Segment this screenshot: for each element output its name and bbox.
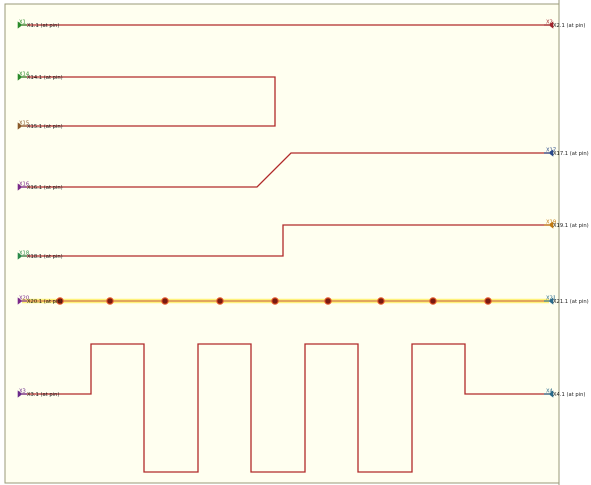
via-marker[interactable] <box>271 297 279 305</box>
sheet-background <box>4 3 560 484</box>
via-marker[interactable] <box>56 297 64 305</box>
via-marker[interactable] <box>106 297 114 305</box>
via-marker[interactable] <box>377 297 385 305</box>
connector-ref: X15 <box>19 121 29 127</box>
connector-ref: X21 <box>546 296 556 302</box>
connector-ref: X1 <box>19 20 26 26</box>
via-marker[interactable] <box>216 297 224 305</box>
connector-arrow-icon <box>17 122 23 130</box>
connector-pin-label: X3.1 (at pin) <box>27 392 59 398</box>
connector-ref: X19 <box>546 220 556 226</box>
wire-x14-x15[interactable] <box>22 76 276 127</box>
connector-ref: X18 <box>19 251 29 257</box>
connector-arrow-icon <box>17 21 23 29</box>
connector-arrow-icon <box>548 221 554 229</box>
connector-ref: X3 <box>19 389 26 395</box>
connector-arrow-icon <box>548 149 554 157</box>
connector-pin-label: X16.1 (at pin) <box>27 185 63 191</box>
connector-pin-label: X4.1 (at pin) <box>553 392 585 398</box>
connector-pin-label: X19.1 (at pin) <box>553 223 589 229</box>
connector-pin-label: X14.1 (at pin) <box>27 75 63 81</box>
connector-pin-label: X21.1 (at pin) <box>553 299 589 305</box>
connector-pin-label: X20.1 (at pin) <box>27 299 63 305</box>
connector-arrow-icon <box>17 73 23 81</box>
wire-x16-x17[interactable] <box>22 152 549 188</box>
connector-ref: X2 <box>546 20 553 26</box>
wire-x18-x19[interactable] <box>22 224 549 257</box>
via-marker[interactable] <box>161 297 169 305</box>
connector-arrow-icon <box>548 21 554 29</box>
connector-ref: X4 <box>546 389 554 395</box>
via-marker[interactable] <box>429 297 437 305</box>
connector-arrow-icon <box>17 390 23 398</box>
via-group <box>56 297 492 305</box>
via-marker[interactable] <box>484 297 492 305</box>
connector-pin-label: X17.1 (at pin) <box>553 151 589 157</box>
connector-ref: X20 <box>19 296 29 302</box>
connector-ref: X14 <box>19 72 30 78</box>
connector-arrow-icon <box>17 252 23 260</box>
connector-pin-label: X1.1 (at pin) <box>27 23 59 29</box>
connector-pin-label: X18.1 (at pin) <box>27 254 63 260</box>
connector-arrow-icon <box>548 390 554 398</box>
connector-ref: X16 <box>19 182 29 188</box>
connector-pin-label: X2.1 (at pin) <box>553 23 585 29</box>
via-marker[interactable] <box>324 297 332 305</box>
wire-x3-x4[interactable] <box>22 343 549 473</box>
connector-arrow-icon <box>17 183 23 191</box>
connector-arrow-icon <box>548 297 554 305</box>
connector-arrow-icon <box>17 297 23 305</box>
connector-ref: X17 <box>546 148 556 154</box>
connector-pin-label: X15.1 (at pin) <box>27 124 63 130</box>
